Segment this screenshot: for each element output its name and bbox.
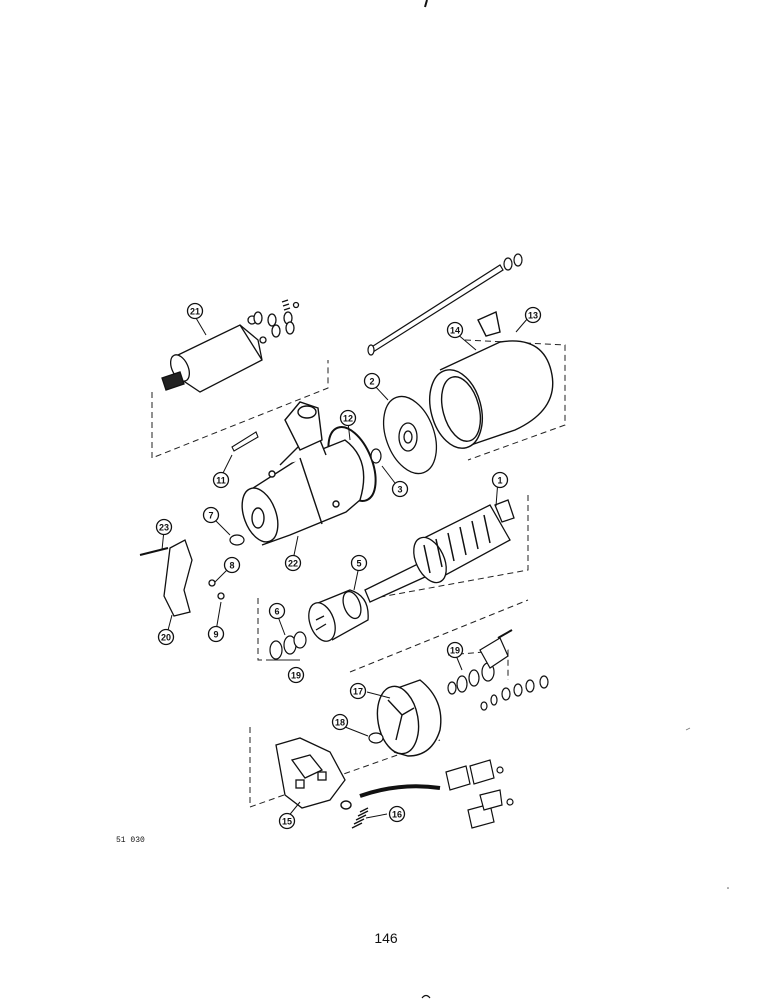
brush-spring-part (340, 800, 369, 829)
svg-text:15: 15 (282, 817, 292, 827)
callout-19-lower: 19 (287, 666, 305, 684)
callout-9: 9 (207, 625, 225, 643)
callout-19-upper: 19 (446, 641, 464, 659)
svg-text:14: 14 (450, 326, 460, 336)
callout-18: 18 (331, 713, 349, 731)
svg-text:22: 22 (288, 559, 298, 569)
callout-17: 17 (349, 682, 367, 700)
end-plate-part (382, 395, 438, 475)
assembly-dashed-lines (151, 339, 566, 808)
solenoid-part (161, 299, 300, 393)
svg-text:23: 23 (159, 523, 169, 533)
svg-text:16: 16 (392, 810, 402, 820)
figure-reference-code: 51 030 (116, 836, 145, 845)
svg-text:9: 9 (213, 630, 218, 640)
drive-pinion-part (308, 589, 369, 642)
callout-23: 23 (155, 518, 173, 536)
shift-lever-part (139, 539, 225, 617)
page-number: 146 (374, 930, 398, 946)
svg-text:20: 20 (161, 633, 171, 643)
svg-text:1: 1 (497, 476, 502, 486)
callout-20: 20 (157, 628, 175, 646)
callout-21: 21 (186, 302, 204, 320)
callout-13: 13 (524, 306, 542, 324)
svg-text:12: 12 (343, 414, 353, 424)
callout-11: 11 (212, 471, 230, 489)
pinion-washers-part (269, 631, 307, 660)
svg-text:11: 11 (216, 476, 226, 486)
svg-text:17: 17 (353, 687, 363, 697)
callout-7: 7 (202, 506, 220, 524)
brush-holder-part (275, 737, 346, 809)
svg-text:18: 18 (335, 718, 345, 728)
armature-part (364, 499, 515, 603)
svg-text:19: 19 (450, 646, 460, 656)
commutator-end-housing-part (376, 679, 442, 757)
through-bolt-part (367, 253, 523, 356)
callout-1: 1 (491, 471, 509, 489)
callout-15: 15 (278, 812, 296, 830)
rear-bush-part (368, 732, 384, 744)
yoke-housing-part (429, 311, 554, 449)
svg-text:3: 3 (397, 485, 402, 495)
svg-text:2: 2 (369, 377, 374, 387)
callout-8: 8 (223, 556, 241, 574)
callout-2: 2 (363, 372, 381, 390)
callouts: 1 2 3 5 6 7 8 9 11 12 13 14 15 16 17 18 … (155, 302, 542, 830)
svg-text:21: 21 (190, 307, 200, 317)
svg-text:8: 8 (229, 561, 234, 571)
end-cap-washers-part (447, 629, 549, 711)
pivot-pin-part (231, 431, 259, 452)
svg-text:6: 6 (274, 607, 279, 617)
svg-text:5: 5 (356, 559, 361, 569)
callout-5: 5 (350, 554, 368, 572)
callout-6: 6 (268, 602, 286, 620)
svg-text:19: 19 (291, 671, 301, 681)
callout-22: 22 (284, 554, 302, 572)
callout-16: 16 (388, 805, 406, 823)
svg-text:13: 13 (528, 311, 538, 321)
svg-text:7: 7 (208, 511, 213, 521)
bushing-part (370, 448, 382, 464)
callout-3: 3 (391, 480, 409, 498)
callout-14: 14 (446, 321, 464, 339)
front-bush-part (229, 534, 245, 546)
drive-housing-part (241, 401, 365, 546)
callout-12: 12 (339, 409, 357, 427)
brushes-part (359, 759, 514, 829)
